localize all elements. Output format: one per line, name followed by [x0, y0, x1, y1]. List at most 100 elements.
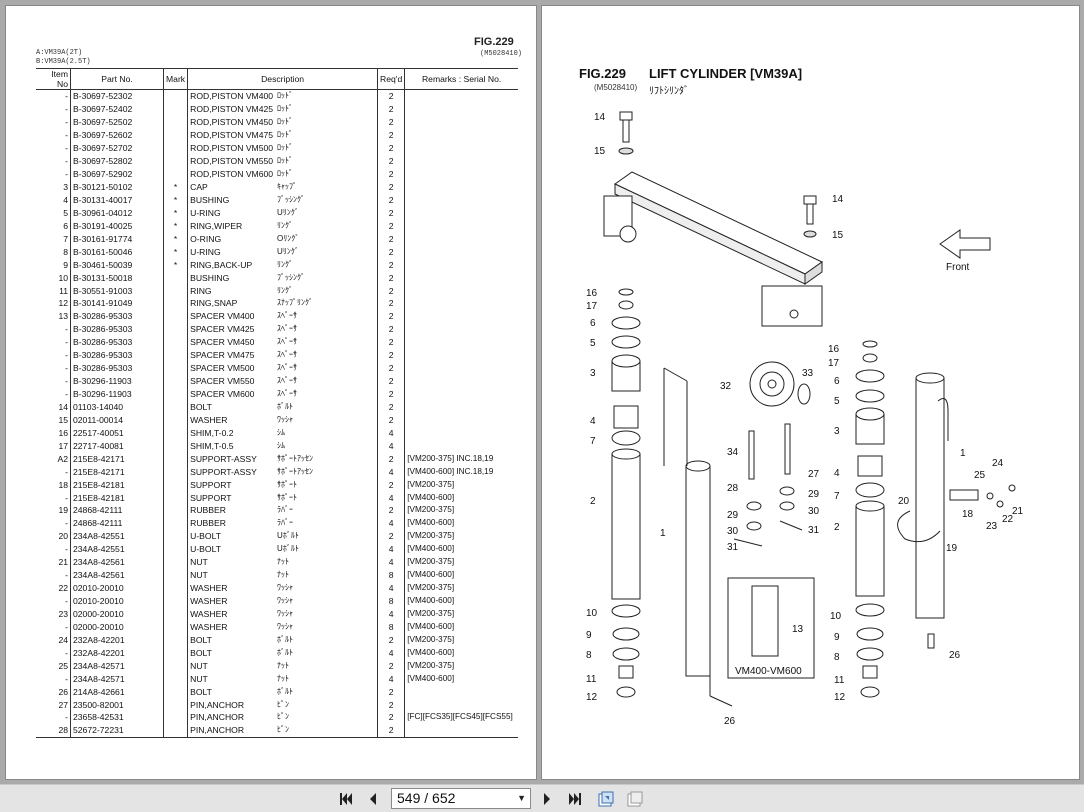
export-icon[interactable] [625, 789, 645, 809]
reqd-cell: 4 [377, 439, 406, 453]
reqd-cell: 2 [377, 723, 406, 738]
reqd-cell: 2 [377, 167, 406, 181]
chevron-down-icon[interactable]: ▼ [517, 793, 526, 803]
mark-cell [163, 348, 189, 362]
jp-name-cell: ﾛｯﾄﾞ [275, 167, 379, 181]
remarks-cell [405, 271, 518, 284]
anchor-hardware [733, 423, 803, 547]
mark-cell [163, 374, 189, 388]
part-no-cell: 02000-20010 [70, 607, 164, 621]
mark-cell [163, 426, 189, 440]
first-page-icon[interactable] [336, 789, 356, 809]
remarks-cell: [VM400-600] [407, 492, 455, 502]
jp-name-cell: ｼﾑ [275, 426, 379, 440]
callout-label: 16 [586, 288, 598, 299]
mark-cell [163, 141, 189, 155]
remarks-cell: [VM400-600] [407, 596, 455, 606]
reqd-cell: 2 [377, 478, 406, 492]
description-cell: SPACER VM425 [190, 324, 255, 335]
callout-label: 23 [986, 521, 998, 532]
description-cell: SPACER VM400 [190, 311, 255, 322]
jp-name-cell: ﾜｯｼｬ [275, 620, 379, 634]
callout-label: 1 [660, 528, 666, 539]
part-no-cell: 02010-20010 [70, 581, 164, 595]
reqd-cell: 2 [377, 387, 406, 401]
callout-label: 27 [808, 469, 820, 480]
item-no-cell: - [36, 594, 71, 608]
part-no-cell: B-30121-50102 [70, 180, 164, 194]
reqd-cell: 2 [377, 452, 406, 466]
description-cell: BUSHING [190, 272, 230, 283]
item-no-cell: - [36, 115, 71, 129]
next-page-icon[interactable] [537, 789, 557, 809]
reqd-cell: 2 [377, 206, 406, 220]
description-cell: U-RING [190, 246, 221, 257]
table-header: Item No Part No. Mark Description Req'd … [36, 68, 518, 90]
callout-label: 17 [828, 358, 840, 369]
description-cell: PIN,ANCHOR [190, 699, 245, 710]
reqd-cell: 2 [377, 232, 406, 246]
part-no-cell: 02000-20010 [70, 620, 164, 634]
remarks-cell [405, 336, 518, 349]
mark-cell [163, 542, 189, 556]
last-page-icon[interactable] [565, 789, 585, 809]
remarks-cell [405, 168, 518, 181]
remarks-cell [405, 413, 518, 426]
reqd-cell: 2 [377, 128, 406, 142]
jp-name-cell: ﾌﾞｯｼﾝｸﾞ [275, 193, 379, 207]
description-cell: SUPPORT [190, 492, 232, 503]
description-cell: U-RING [190, 207, 221, 218]
part-no-cell: B-30697-52702 [70, 141, 164, 155]
part-no-cell: 232A8-42201 [70, 646, 164, 660]
reqd-cell: 2 [377, 413, 406, 427]
item-no-cell: - [36, 711, 71, 724]
remarks-cell: [VM200-375] [407, 634, 455, 644]
callout-label: 28 [727, 483, 739, 494]
part-no-cell: B-30141-91049 [70, 297, 164, 310]
description-cell: RING [190, 285, 212, 296]
part-no-cell: 232A8-42201 [70, 633, 164, 647]
mark-cell: * [163, 193, 189, 207]
part-no-cell: B-30286-95303 [70, 348, 164, 362]
part-no-cell: B-30131-40017 [70, 193, 164, 207]
previous-page-icon[interactable] [363, 789, 383, 809]
jp-name-cell: ｻﾎﾟｰﾄｱｯｾﾝ [275, 465, 379, 479]
page-number-input[interactable]: 549 / 652 ▼ [391, 788, 531, 809]
jp-name-cell: ﾎﾞﾙﾄ [275, 685, 379, 699]
callout-label: 26 [724, 716, 736, 727]
mark-cell: * [163, 245, 189, 259]
callout-labels: 1415141516176534721109811123233342829303… [586, 112, 1024, 727]
remarks-cell: [VM400-600] [407, 570, 455, 580]
reqd-cell: 2 [377, 348, 406, 362]
mark-cell [163, 478, 189, 492]
remarks-cell [405, 375, 518, 388]
mark-cell: * [163, 206, 189, 220]
mark-cell [163, 322, 189, 336]
callout-label: 26 [949, 650, 961, 661]
mark-cell [163, 711, 189, 724]
callout-label: 3 [834, 426, 840, 437]
description-cell: SUPPORT [190, 479, 232, 490]
description-cell: PIN,ANCHOR [187, 723, 276, 738]
item-no-cell: 8 [36, 245, 71, 259]
item-no-cell: 24 [36, 633, 71, 647]
reqd-cell: 2 [377, 322, 406, 336]
item-no-cell: 17 [36, 439, 71, 453]
jp-name-cell: ﾅｯﾄ [275, 555, 379, 569]
part-no-cell: B-30161-50046 [70, 245, 164, 259]
remarks-cell: [VM400-600] [407, 673, 455, 683]
exploded-diagram: FIG.229 LIFT CYLINDER [VM39A] (M5028410)… [579, 66, 1024, 727]
fit-page-icon[interactable] [596, 789, 616, 809]
part-no-cell: B-30697-52502 [70, 115, 164, 129]
bolt-top-right [803, 195, 817, 238]
item-no-cell: 13 [36, 309, 71, 323]
jp-name-cell: ｽﾍﾟｰｻ [275, 374, 379, 388]
mark-cell [163, 491, 189, 504]
